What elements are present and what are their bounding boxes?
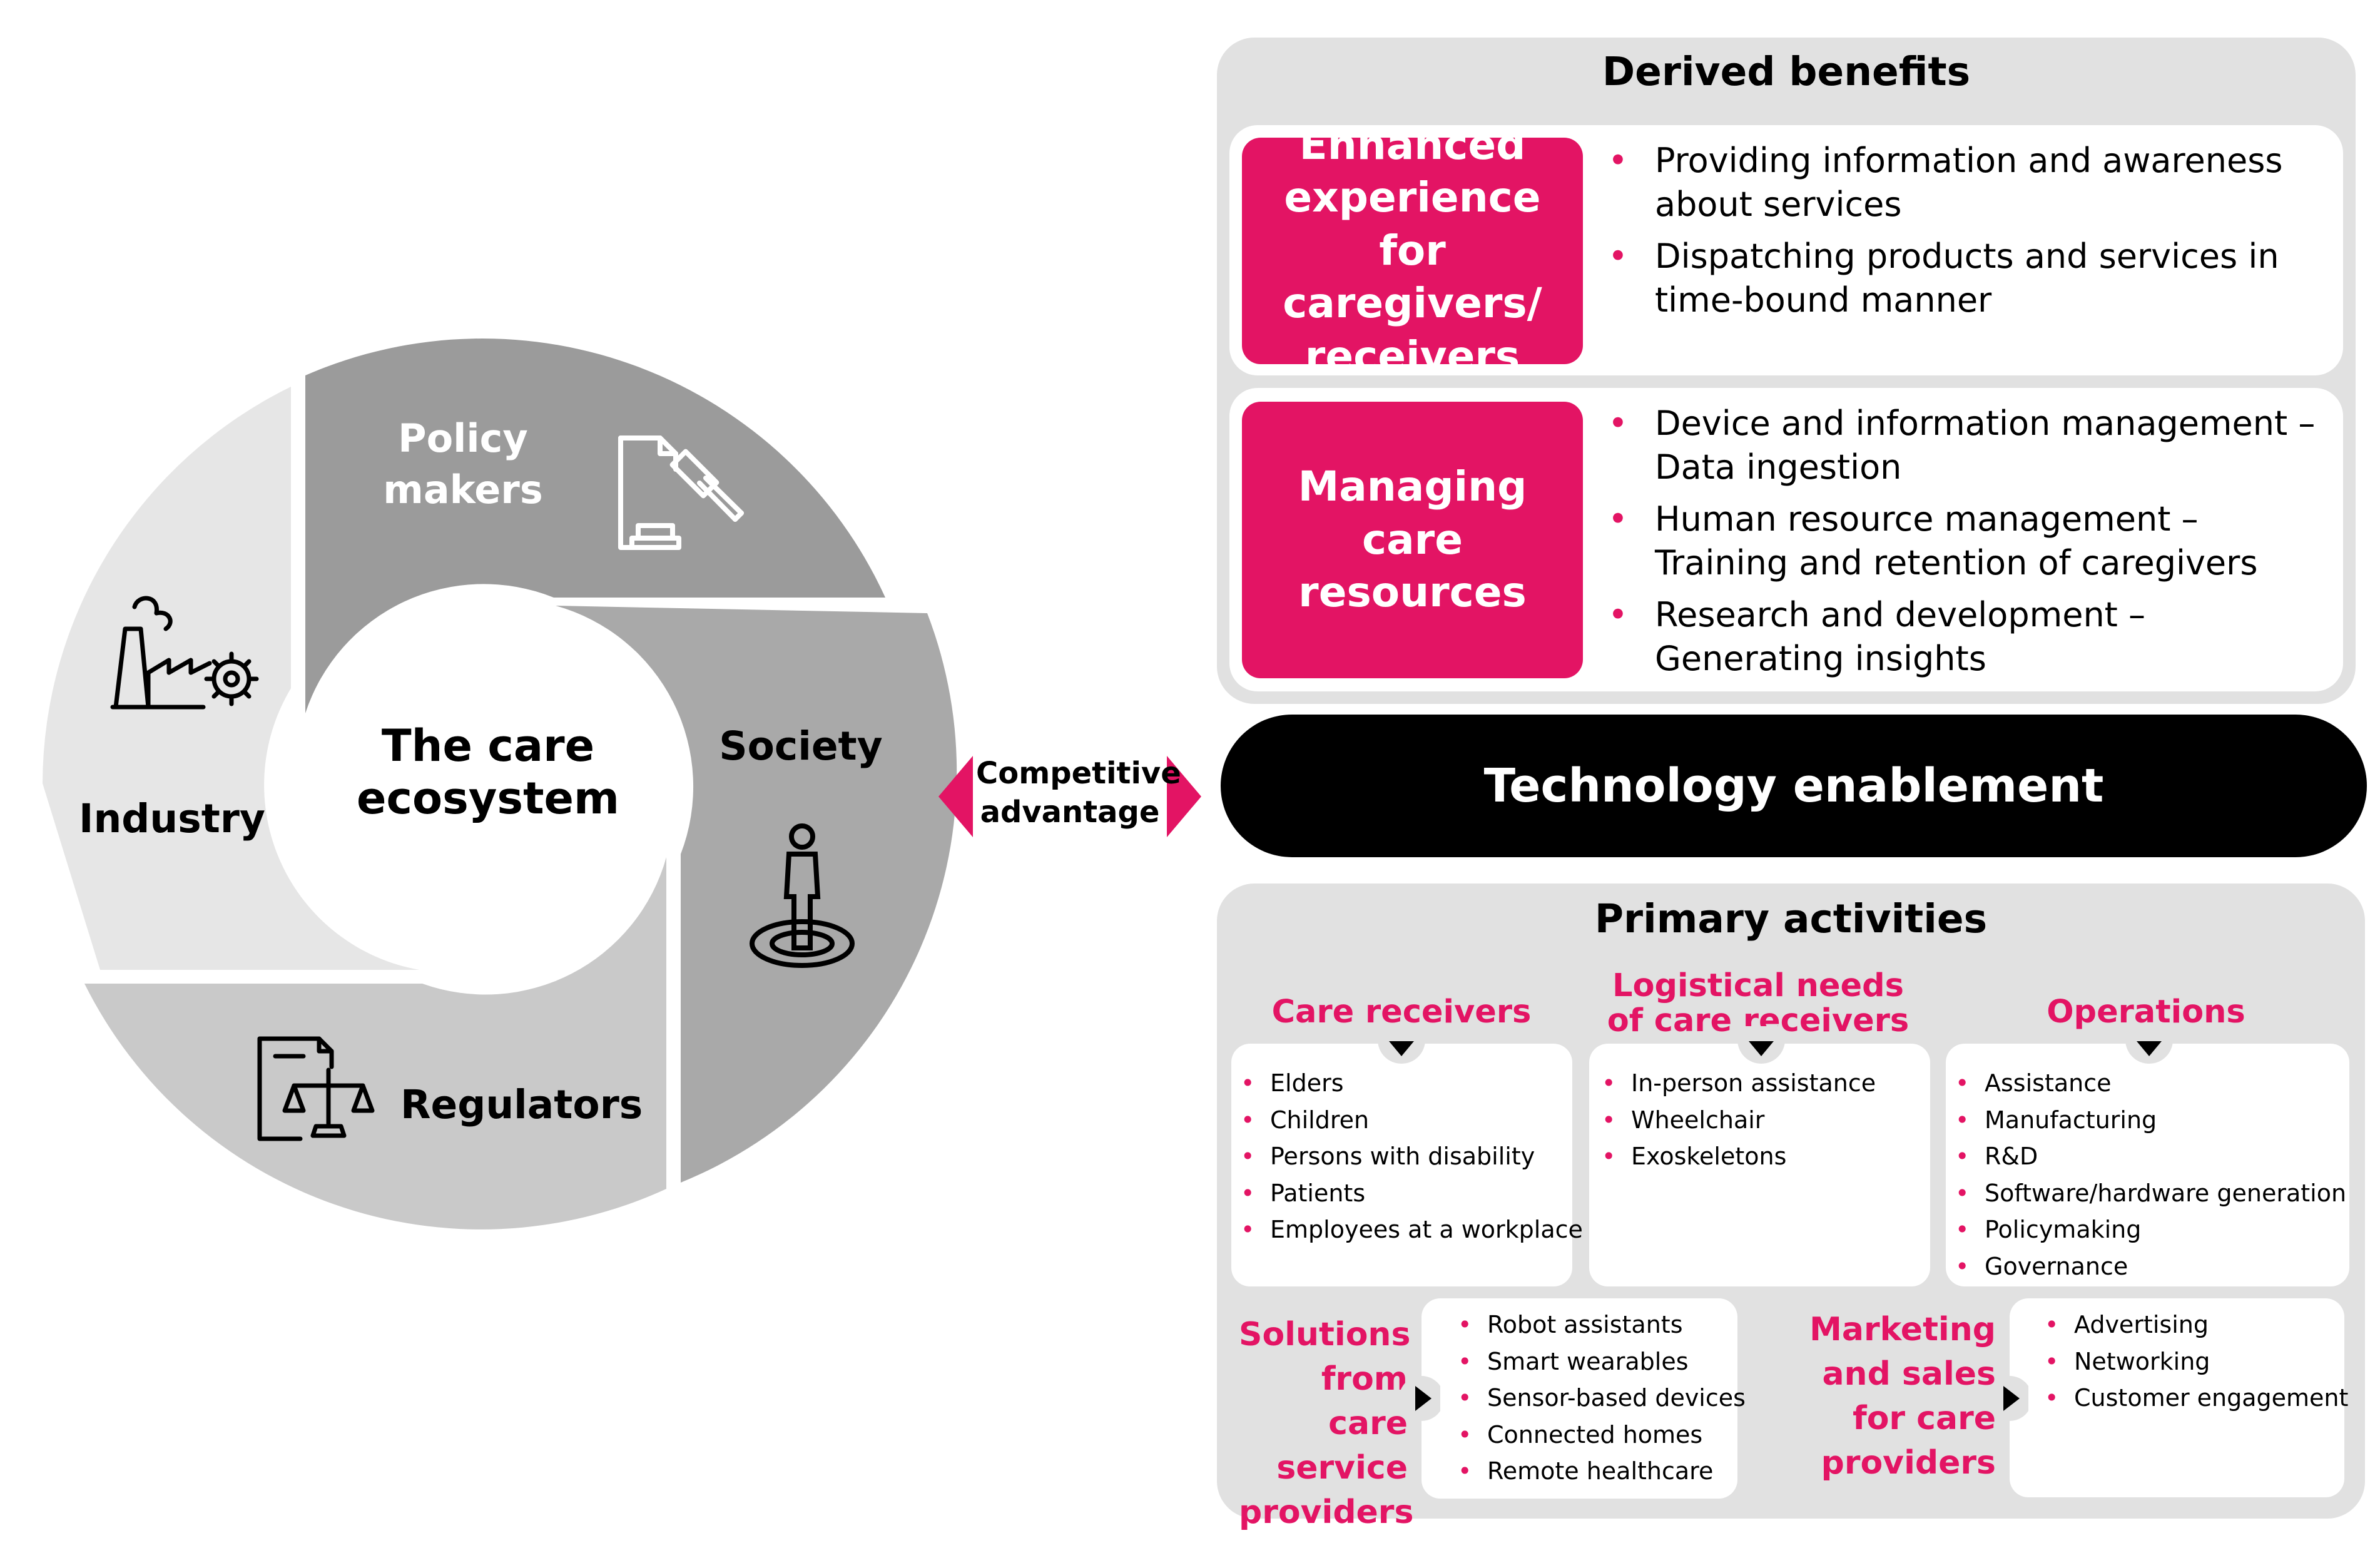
list-item: Smart wearables: [1453, 1343, 1746, 1380]
benefit-list-experience: Providing information and awareness abou…: [1608, 139, 2327, 330]
list-item: Software/hardware generation: [1950, 1175, 2346, 1212]
column-heading-logistical-needs: Logistical needs of care receivers: [1607, 967, 1910, 1039]
list-solutions: Robot assistants Smart wearables Sensor-…: [1453, 1306, 1746, 1490]
list-item: Children: [1236, 1102, 1583, 1139]
heading-solutions: Solutions from care service providers: [1239, 1316, 1414, 1531]
technology-enablement-bar: Technology enablement: [1221, 715, 2367, 857]
list-item: Device and information management – Data…: [1608, 402, 2327, 489]
arrow-left: [938, 756, 973, 837]
segment-regulators: [84, 857, 666, 1230]
list-item: Patients: [1236, 1175, 1583, 1212]
benefit-list-resources: Device and information management – Data…: [1608, 402, 2327, 689]
list-item: Human resource management – Training and…: [1608, 497, 2327, 585]
list-item: Robot assistants: [1453, 1306, 1746, 1343]
person-target-icon: [750, 823, 855, 968]
pointer-marketing: [1987, 1376, 2028, 1421]
benefit-heading-resources: Managing care resources: [1242, 402, 1583, 678]
policy-gavel-icon: [618, 435, 744, 550]
list-item: Advertising: [2040, 1306, 2348, 1343]
list-item: Dispatching products and services in tim…: [1608, 235, 2327, 322]
heading-marketing: Marketing and sales for care providers: [1809, 1311, 1996, 1482]
segment-label-society: Society: [719, 723, 883, 769]
list-item: Exoskeletons: [1597, 1138, 1876, 1175]
benefit-heading-experience: Enhanced experience for caregivers/ rece…: [1242, 121, 1583, 380]
list-item: Manufacturing: [1950, 1102, 2346, 1139]
arrow-right: [1167, 756, 1201, 837]
list-item: R&D: [1950, 1138, 2346, 1175]
competitive-advantage-arrows: [938, 756, 1201, 837]
list-item: Remote healthcare: [1453, 1453, 1746, 1490]
competitive-advantage-label: Competitive advantage: [976, 756, 1181, 830]
pointer-solutions: [1399, 1376, 1440, 1421]
list-logistical-needs: In-person assistance Wheelchair Exoskele…: [1597, 1065, 1876, 1175]
list-item: Wheelchair: [1597, 1102, 1876, 1139]
list-item: Research and development – Generating in…: [1608, 593, 2327, 681]
list-item: Networking: [2040, 1343, 2348, 1380]
list-operations: Assistance Manufacturing R&D Software/ha…: [1950, 1065, 2346, 1285]
factory-gear-icon: [110, 596, 259, 710]
list-marketing: Advertising Networking Customer engageme…: [2040, 1306, 2348, 1417]
list-item: Elders: [1236, 1065, 1583, 1102]
segment-label-policy-makers: Policy makers: [383, 415, 543, 513]
document-scales-icon: [257, 1036, 375, 1141]
segment-label-regulators: Regulators: [400, 1082, 643, 1128]
derived-benefits-title: Derived benefits: [1602, 49, 1971, 94]
pointer-care-receivers: [1378, 1026, 1425, 1064]
segment-society: [556, 606, 957, 1183]
list-item: Customer engagement: [2040, 1380, 2348, 1417]
list-item: Sensor-based devices: [1453, 1380, 1746, 1417]
pointer-operations: [2125, 1026, 2173, 1064]
list-item: Assistance: [1950, 1065, 2346, 1102]
list-care-receivers: Elders Children Persons with disability …: [1236, 1065, 1583, 1248]
list-item: Governance: [1950, 1248, 2346, 1285]
primary-activities-title: Primary activities: [1594, 896, 1988, 942]
list-item: Connected homes: [1453, 1417, 1746, 1454]
list-item: In-person assistance: [1597, 1065, 1876, 1102]
list-item: Persons with disability: [1236, 1138, 1583, 1175]
cycle-center: [300, 594, 676, 970]
list-item: Policymaking: [1950, 1211, 2346, 1248]
column-heading-care-receivers: Care receivers: [1271, 994, 1532, 1031]
segment-industry: [43, 387, 419, 970]
ecosystem-cycle: [43, 339, 957, 1230]
list-item: Providing information and awareness abou…: [1608, 139, 2327, 227]
segment-label-industry: Industry: [79, 796, 265, 842]
segment-policy-makers: [305, 339, 885, 713]
column-heading-operations: Operations: [2047, 994, 2245, 1031]
cycle-center-label: The care ecosystem: [357, 720, 619, 824]
pointer-logistical-needs: [1737, 1026, 1785, 1064]
list-item: Employees at a workplace: [1236, 1211, 1583, 1248]
